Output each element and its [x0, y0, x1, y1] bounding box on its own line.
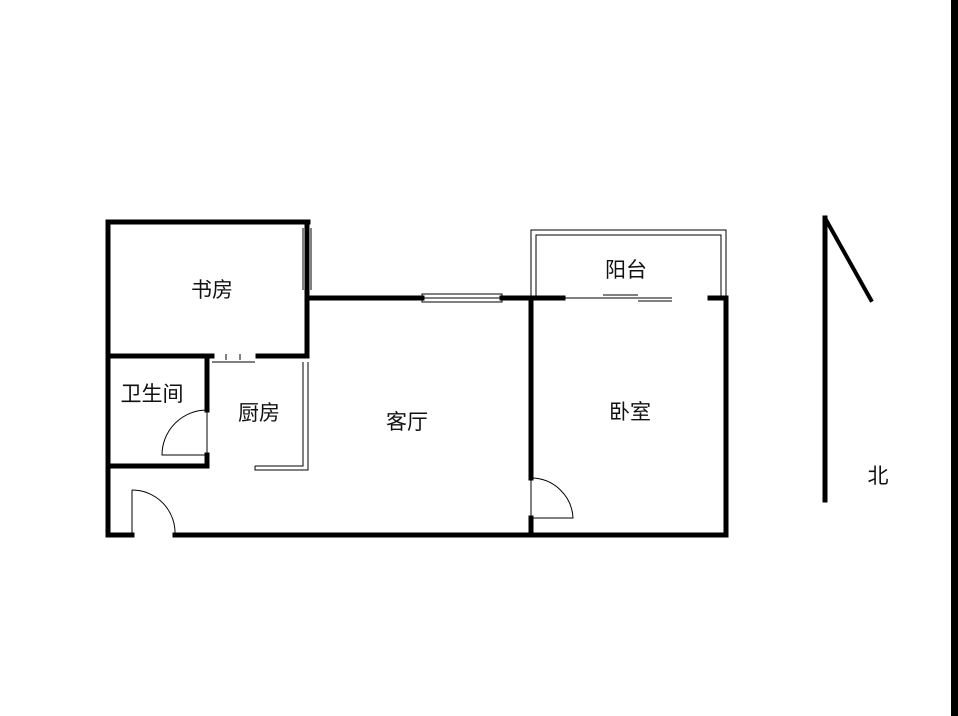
balcony-outline-inner: [535, 234, 722, 298]
entry-door-arc: [131, 489, 176, 536]
room-label-living: 客厅: [386, 410, 428, 434]
balcony-outline-outer: [530, 229, 727, 298]
kitchen-counter: [255, 362, 304, 467]
bedroom-door-arc: [530, 477, 574, 519]
right-edge-border: [951, 0, 958, 716]
room-label-study: 书房: [191, 278, 233, 302]
room-label-balcony: 阳台: [605, 258, 647, 282]
fixtures: [212, 228, 727, 471]
bath-door-arc: [161, 409, 208, 456]
north-arrow-head: [822, 215, 874, 303]
walls: [105, 219, 729, 538]
kitchen-counter-inner: [254, 362, 309, 471]
north-arrow-icon: [822, 215, 874, 503]
doors: [131, 409, 574, 536]
room-label-kitchen: 厨房: [238, 401, 280, 425]
compass-label-north: 北: [868, 464, 889, 488]
room-label-bathroom: 卫生间: [121, 382, 184, 406]
room-label-bedroom: 卧室: [609, 400, 651, 424]
